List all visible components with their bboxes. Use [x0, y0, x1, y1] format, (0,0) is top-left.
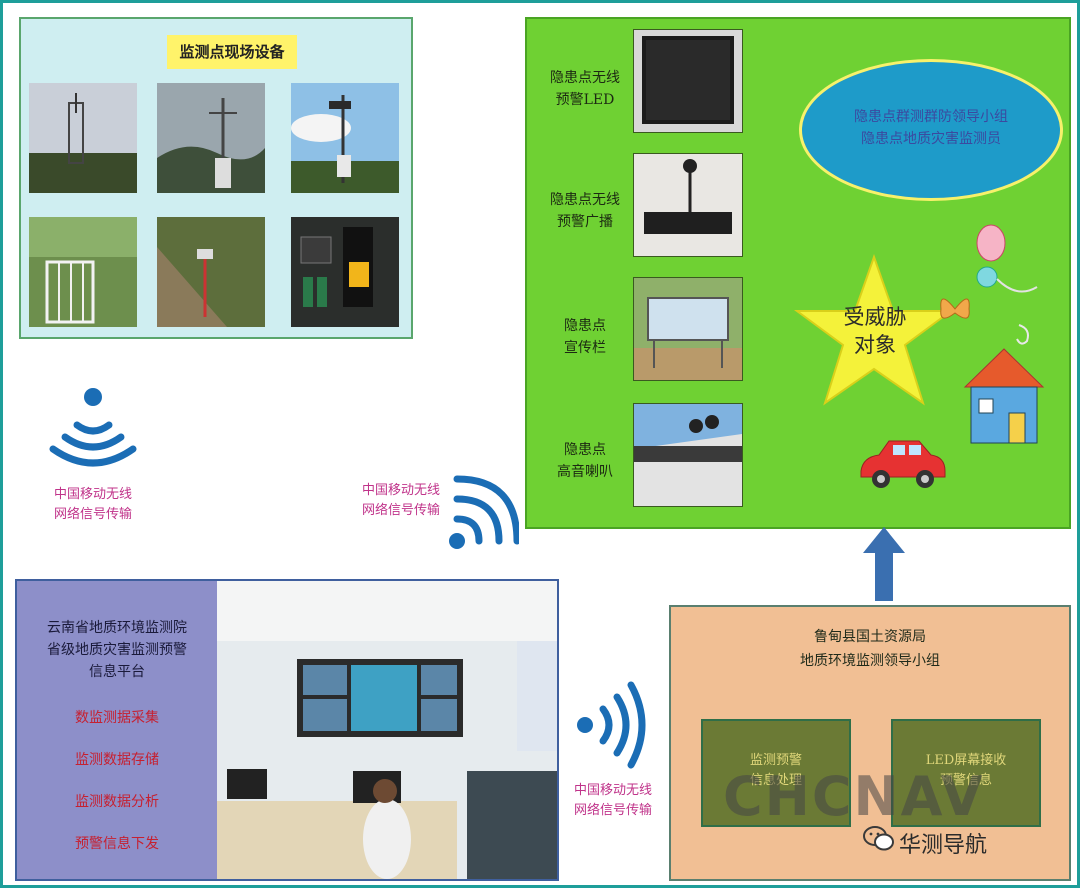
device-label-line: 预警LED: [535, 89, 635, 111]
platform-item: 监测数据分析: [17, 791, 217, 811]
wireless-label-bottom: 中国移动无线 网络信号传输: [553, 781, 673, 821]
county-title-line: 鲁甸县国土资源局: [671, 625, 1069, 649]
platform-title-line: 云南省地质环境监测院: [17, 617, 217, 639]
provincial-platform-panel: 云南省地质环境监测院 省级地质灾害监测预警 信息平台 数监测据采集 监测数据存储…: [15, 579, 559, 881]
equipment-photo-tower: [29, 83, 137, 193]
control-room-photo: [217, 581, 557, 879]
wireless-label-middle: 中国移动无线 网络信号传输: [341, 481, 461, 521]
equipment-photo-pole-hills: [157, 83, 265, 193]
device-label-broadcast: 隐患点无线 预警广播: [535, 189, 635, 233]
wireless-signal-icon: [47, 381, 139, 469]
ellipse-text-line: 隐患点地质灾害监测员: [802, 128, 1060, 150]
platform-title-line: 省级地质灾害监测预警: [17, 639, 217, 661]
device-label-line: 预警广播: [535, 211, 635, 233]
field-panel-title: 监测点现场设备: [167, 35, 297, 69]
wireless-label-line: 网络信号传输: [553, 801, 673, 821]
wireless-label-line: 网络信号传输: [341, 501, 461, 521]
car-icon: [855, 435, 949, 491]
wireless-signal-icon: [573, 679, 649, 771]
monitoring-group-ellipse: 隐患点群测群防领导小组 隐患点地质灾害监测员: [799, 59, 1063, 201]
wireless-label-left: 中国移动无线 网络信号传输: [33, 485, 153, 525]
device-label-line: 隐患点: [535, 315, 635, 337]
platform-item: 数监测据采集: [17, 707, 217, 727]
ellipse-text-line: 隐患点群测群防领导小组: [802, 106, 1060, 128]
warning-devices-panel: 隐患点无线 预警LED 隐患点无线 预警广播 隐患点 宣传栏 隐患点 高音喇叭: [525, 17, 1071, 529]
county-title: 鲁甸县国土资源局 地质环境监测领导小组: [671, 625, 1069, 673]
device-label-line: 隐患点: [535, 439, 635, 461]
device-label-board: 隐患点 宣传栏: [535, 315, 635, 359]
device-label-line: 宣传栏: [535, 337, 635, 359]
wireless-label-line: 中国移动无线: [33, 485, 153, 505]
loudspeaker-photo: [633, 403, 743, 507]
device-label-loudspeaker: 隐患点 高音喇叭: [535, 439, 635, 483]
broadcast-device-photo: [633, 153, 743, 257]
star-text-line: 对象: [817, 331, 933, 359]
publicity-board-photo: [633, 277, 743, 381]
chcnav-watermark: CHCNAV: [723, 765, 985, 828]
equipment-photo-slope-sensor: [157, 217, 265, 327]
wireless-label-line: 中国移动无线: [341, 481, 461, 501]
baby-pacifier-icon: [967, 219, 1041, 301]
platform-item: 预警信息下发: [17, 833, 217, 853]
up-arrow-icon: [861, 525, 907, 603]
platform-title: 云南省地质环境监测院 省级地质灾害监测预警 信息平台: [17, 617, 217, 683]
field-equipment-panel: 监测点现场设备: [19, 17, 413, 339]
equipment-photo-solar-pole: [291, 83, 399, 193]
led-screen-photo: [633, 29, 743, 133]
equipment-photo-fenced-station: [29, 217, 137, 327]
platform-title-line: 信息平台: [17, 661, 217, 683]
device-label-line: 隐患点无线: [535, 67, 635, 89]
wireless-label-line: 网络信号传输: [33, 505, 153, 525]
threat-star-label: 受威胁 对象: [817, 303, 933, 359]
device-label-line: 高音喇叭: [535, 461, 635, 483]
star-text-line: 受威胁: [817, 303, 933, 331]
device-label-led: 隐患点无线 预警LED: [535, 67, 635, 111]
equipment-photo-control-box: [291, 217, 399, 327]
device-label-line: 隐患点无线: [535, 189, 635, 211]
platform-text-column: 云南省地质环境监测院 省级地质灾害监测预警 信息平台 数监测据采集 监测数据存储…: [17, 581, 217, 879]
wechat-icon: [863, 825, 895, 853]
brand-name: 华测导航: [899, 827, 987, 859]
house-icon: [957, 319, 1051, 447]
county-title-line: 地质环境监测领导小组: [671, 649, 1069, 673]
wireless-label-line: 中国移动无线: [553, 781, 673, 801]
platform-item: 监测数据存储: [17, 749, 217, 769]
